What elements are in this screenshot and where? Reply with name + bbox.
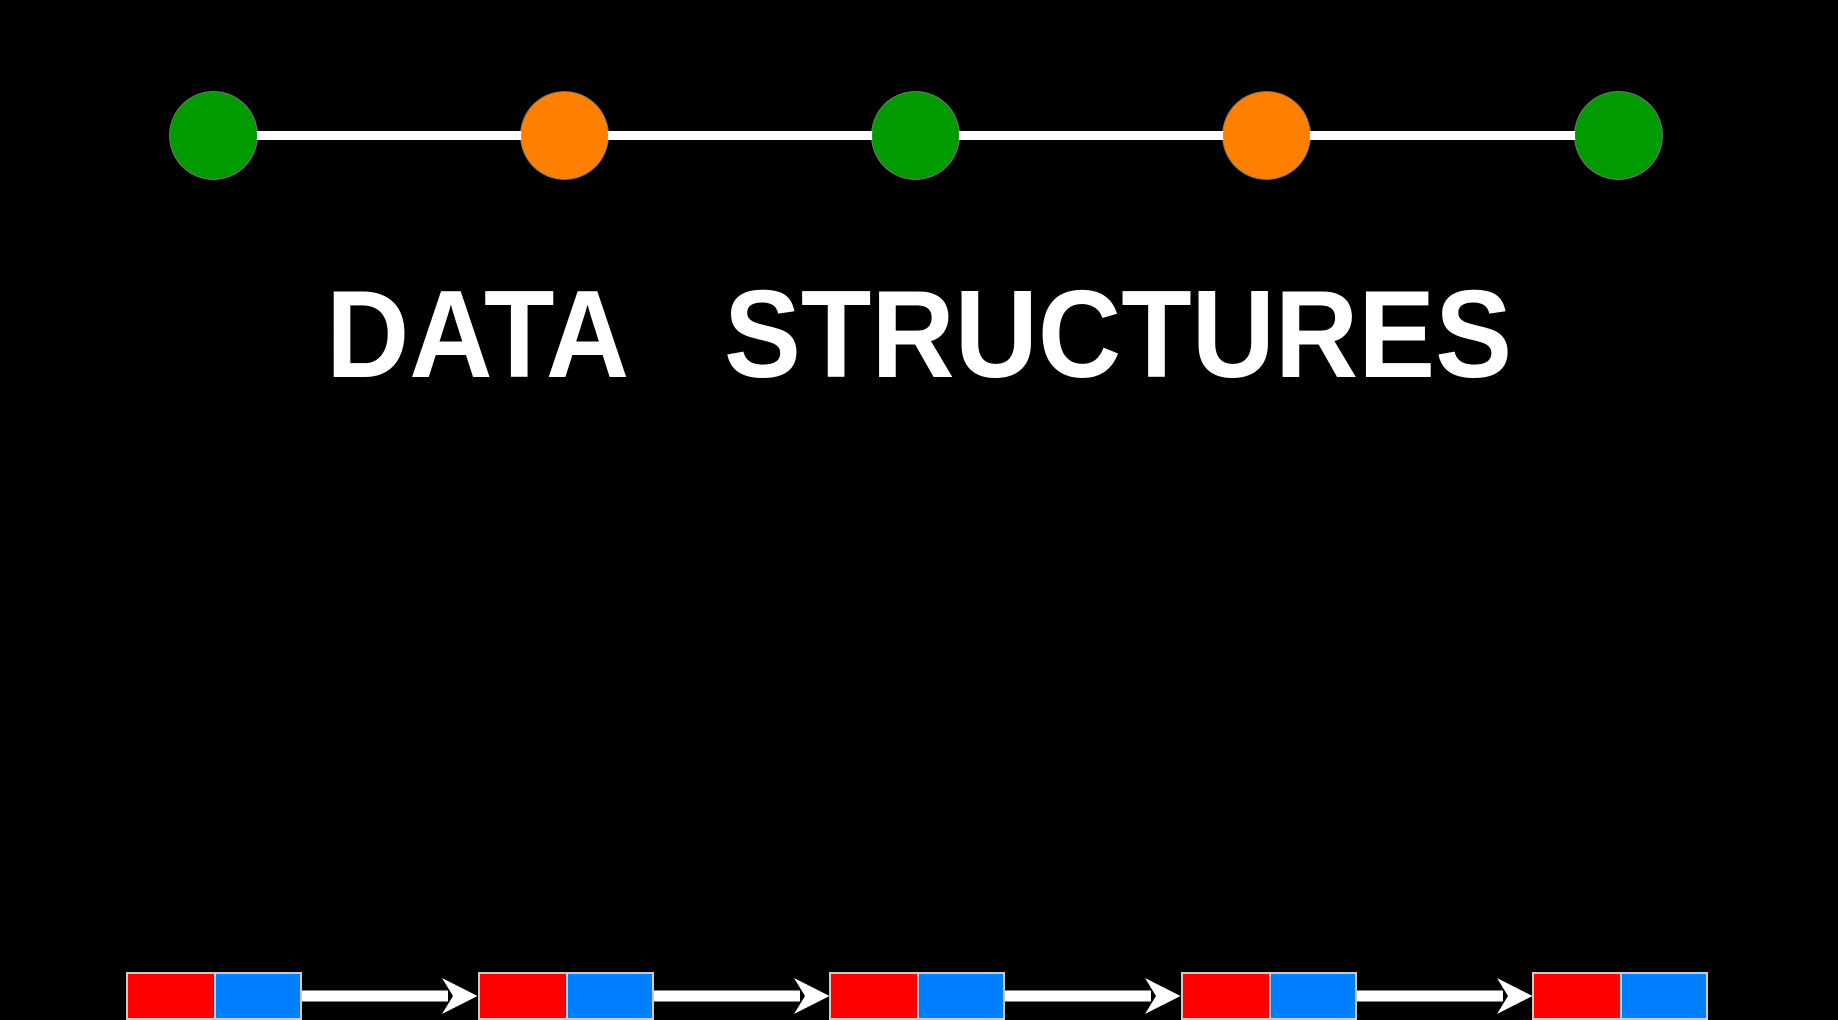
- chain-node-3: [872, 91, 959, 179]
- list-node-5: [1532, 972, 1708, 1020]
- data-cell: [1182, 974, 1269, 1018]
- list-node-4: [1180, 972, 1357, 1020]
- chain-node-1: [169, 91, 257, 179]
- list-node-2: [477, 972, 654, 1020]
- next-pointer-arrow: [653, 978, 829, 1014]
- pointer-cell: [917, 974, 1003, 1018]
- list-node-1: [126, 972, 302, 1020]
- node-chain: [0, 0, 1838, 230]
- page-title: DATA STRUCTURES: [64, 273, 1773, 397]
- data-cell: [128, 974, 214, 1018]
- next-pointer-arrow: [302, 978, 478, 1014]
- next-pointer-arrow: [1005, 978, 1181, 1014]
- chain-node-5: [1574, 91, 1662, 179]
- chain-node-4: [1223, 91, 1311, 179]
- pointer-cell: [1620, 974, 1706, 1018]
- data-cell: [479, 974, 566, 1018]
- pointer-cell: [1268, 974, 1355, 1018]
- chain-node-2: [520, 91, 608, 179]
- list-node-3: [829, 972, 1005, 1020]
- title-word-data: DATA: [325, 266, 630, 404]
- pointer-cell: [565, 974, 652, 1018]
- data-cell: [1534, 974, 1620, 1018]
- pointer-cell: [214, 974, 300, 1018]
- data-cell: [831, 974, 917, 1018]
- next-pointer-arrow: [1356, 978, 1532, 1014]
- title-word-structures: STRUCTURES: [723, 266, 1513, 404]
- linked-list-diagram: [0, 440, 1838, 1020]
